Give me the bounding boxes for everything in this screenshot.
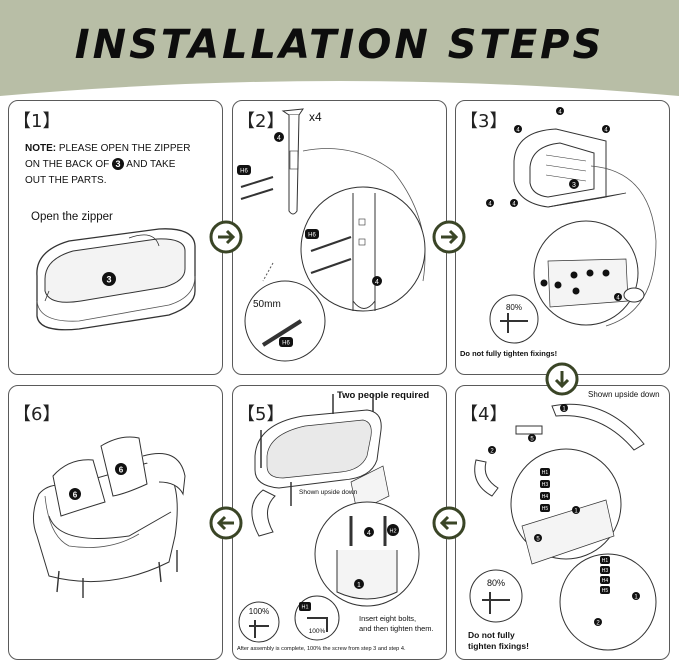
note-line-2a: ON THE BACK OF (25, 159, 110, 170)
step-5-footer: After assembly is complete, 100% the scr… (237, 646, 406, 652)
finished-sofa-drawing: 6 6 (33, 436, 186, 598)
svg-text:4: 4 (367, 530, 371, 537)
header-band (0, 0, 679, 96)
step-3-warning: Do not fully tighten fixings! (460, 349, 558, 358)
note-prefix: NOTE: (25, 143, 57, 154)
part-3-badge: 3 (112, 158, 125, 170)
step-4-label: 【4】 (460, 404, 508, 425)
svg-text:3: 3 (106, 275, 111, 285)
step-5-instruction: Insert eight bolts, and then tighten the… (359, 614, 434, 634)
svg-text:H3: H3 (542, 482, 549, 488)
svg-text:H5: H5 (602, 588, 609, 594)
step-6-panel: 【6】 6 6 (8, 385, 223, 660)
step-4-warning-line-2: tighten fixings! (468, 641, 529, 651)
step-5-panel: 【5】 Two people required Shown upside dow… (232, 385, 447, 660)
arrow-down-icon (545, 362, 579, 396)
step-1-label: 【1】 (13, 111, 61, 132)
step-3-label: 【3】 (460, 111, 508, 132)
seat-upside-drawing: Shown upside down 4 H2 1 100% H1 100% (238, 394, 420, 643)
note-line-1: PLEASE OPEN THE ZIPPER (56, 143, 191, 154)
svg-text:80%: 80% (506, 303, 522, 312)
svg-text:H6: H6 (240, 169, 248, 175)
leg-bolt-drawing: 4 H6 H6 4 H6 50mm (237, 108, 426, 362)
svg-text:6: 6 (119, 466, 124, 475)
step-2-label: 【2】 (237, 111, 285, 132)
arm-attach-drawing: 1 2 5 H1 H3 H4 H5 1 5 H1 H3 H4 H5 2 1 80… (469, 403, 657, 651)
leg-quantity: x4 (309, 110, 322, 124)
svg-text:5: 5 (536, 537, 540, 543)
upside-down-note: Shown upside down (588, 390, 660, 399)
svg-text:H1: H1 (301, 605, 308, 611)
svg-text:4: 4 (516, 128, 520, 134)
note-line-2b: AND TAKE (126, 159, 176, 170)
step-5-instruction-line-1: Insert eight bolts, (359, 614, 417, 623)
svg-text:Shown upside down: Shown upside down (299, 489, 358, 496)
svg-text:H6: H6 (308, 233, 316, 239)
part-3-marker (102, 272, 116, 286)
svg-text:H3: H3 (602, 568, 609, 574)
step-4-warning: Do not fully tighten fixings! (468, 630, 529, 652)
svg-text:1: 1 (634, 595, 638, 601)
step-4-warning-line-1: Do not fully (468, 630, 515, 640)
step-5-label: 【5】 (237, 404, 285, 425)
arrow-right-icon (209, 220, 243, 254)
svg-text:4: 4 (488, 202, 492, 208)
svg-text:4: 4 (375, 279, 379, 286)
step-1-note: NOTE: PLEASE OPEN THE ZIPPER ON THE BACK… (25, 141, 190, 189)
step-3-panel: 【3】 3 4 4 4 4 4 4 80% Do not fully tight… (455, 100, 670, 375)
step-4-panel: 【4】 1 2 5 H1 H3 H4 H5 1 5 H1 H3 H4 H5 2 … (455, 385, 670, 660)
svg-text:5: 5 (530, 437, 534, 443)
svg-text:2: 2 (490, 449, 494, 455)
svg-text:50mm: 50mm (253, 299, 281, 310)
page-title: INSTALLATION STEPS (74, 22, 605, 68)
svg-text:6: 6 (73, 491, 78, 500)
zipper-label: Open the zipper (31, 211, 113, 223)
step-2-panel: 【2】 4 H6 H6 4 H6 50mm x4 (232, 100, 447, 375)
step-5-title: Two people required (337, 390, 430, 401)
svg-text:4: 4 (277, 135, 281, 142)
step-1-panel: 【1】 NOTE: PLEASE OPEN THE ZIPPER ON THE … (8, 100, 223, 375)
frame-assembly-drawing: 3 4 4 4 4 4 4 80% (486, 107, 657, 344)
svg-text:H2: H2 (389, 529, 396, 535)
svg-text:H6: H6 (282, 341, 290, 347)
svg-text:4: 4 (616, 296, 620, 302)
svg-text:1: 1 (357, 582, 361, 589)
step-5-instruction-line-2: and then tighten them. (359, 624, 434, 633)
svg-text:H4: H4 (602, 578, 609, 584)
arrow-left-icon (432, 506, 466, 540)
svg-text:4: 4 (512, 202, 516, 208)
svg-text:100%: 100% (309, 628, 326, 635)
svg-text:100%: 100% (249, 607, 269, 616)
seat-cushion-drawing: 3 (36, 228, 196, 331)
svg-text:2: 2 (596, 621, 600, 627)
svg-text:H5: H5 (542, 506, 549, 512)
svg-text:H4: H4 (542, 494, 549, 500)
note-line-3: OUT THE PARTS. (25, 175, 107, 186)
step-6-label: 【6】 (13, 404, 61, 425)
svg-text:H1: H1 (602, 558, 609, 564)
svg-text:H1: H1 (542, 470, 549, 476)
arrow-right-icon (432, 220, 466, 254)
svg-text:4: 4 (604, 128, 608, 134)
svg-text:1: 1 (574, 509, 578, 515)
svg-text:4: 4 (558, 110, 562, 116)
svg-text:1: 1 (562, 407, 566, 413)
svg-text:80%: 80% (487, 578, 505, 588)
svg-text:3: 3 (572, 182, 576, 189)
arrow-left-icon (209, 506, 243, 540)
